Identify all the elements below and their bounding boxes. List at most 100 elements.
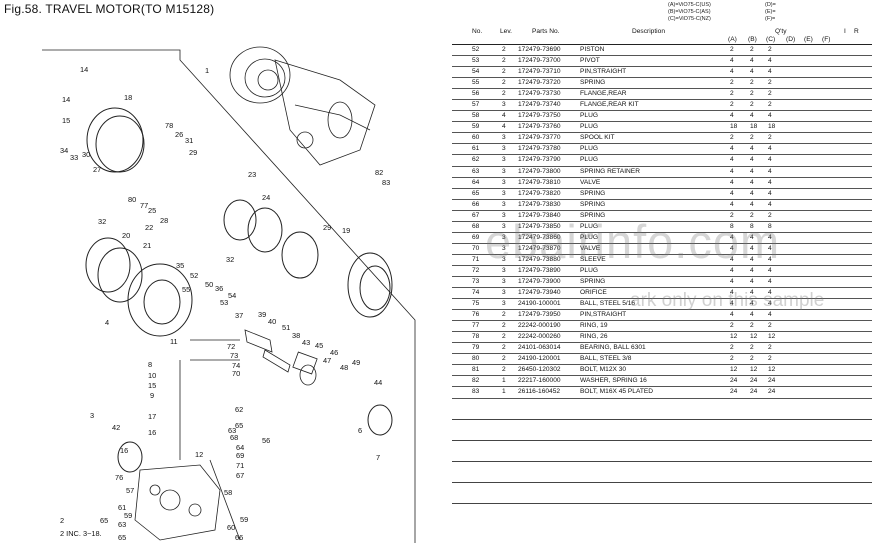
svg-text:40: 40 bbox=[268, 317, 276, 326]
level-cell: 3 bbox=[502, 300, 506, 308]
header-part: Parts No. bbox=[532, 28, 560, 35]
svg-text:34: 34 bbox=[60, 146, 68, 155]
part-number-index-cell: 59 bbox=[472, 123, 480, 131]
legend-d: (D)= bbox=[765, 2, 776, 8]
qty-c-cell: 12 bbox=[768, 333, 776, 341]
level-cell: 3 bbox=[502, 156, 506, 164]
qty-c-cell: 4 bbox=[768, 277, 772, 285]
qty-c-cell: 12 bbox=[768, 366, 776, 374]
part-number-index-cell: 61 bbox=[472, 145, 480, 153]
blank-row bbox=[452, 420, 872, 441]
qty-b-cell: 8 bbox=[750, 222, 754, 230]
svg-text:20: 20 bbox=[122, 231, 130, 240]
parts-no-cell: 172479-73720 bbox=[518, 79, 561, 87]
description-cell: RING, 26 bbox=[580, 333, 608, 341]
svg-text:43: 43 bbox=[302, 338, 310, 347]
svg-text:52: 52 bbox=[190, 271, 198, 280]
description-cell: SPRING bbox=[580, 79, 606, 87]
level-cell: 1 bbox=[502, 377, 506, 385]
parts-table: No. Lev. Parts No. Description Q'ty I R … bbox=[452, 24, 872, 524]
description-cell: PLUG bbox=[580, 156, 598, 164]
level-cell: 3 bbox=[502, 233, 506, 241]
header-no: No. bbox=[472, 28, 483, 35]
svg-text:7: 7 bbox=[376, 453, 380, 462]
qty-c-cell: 18 bbox=[768, 123, 776, 131]
qty-c-cell: 4 bbox=[768, 255, 772, 263]
qty-c-cell: 4 bbox=[768, 57, 772, 65]
qty-a-cell: 18 bbox=[730, 123, 738, 131]
legend-f: (F)= bbox=[765, 16, 776, 22]
svg-text:77: 77 bbox=[140, 201, 148, 210]
svg-text:63: 63 bbox=[228, 426, 236, 435]
parts-no-cell: 24101-063014 bbox=[518, 344, 561, 352]
svg-text:15: 15 bbox=[148, 381, 156, 390]
qty-c-cell: 2 bbox=[768, 344, 772, 352]
qty-c-cell: 4 bbox=[768, 233, 772, 241]
svg-text:3: 3 bbox=[90, 411, 94, 420]
description-cell: PLUG bbox=[580, 222, 598, 230]
blank-row bbox=[452, 399, 872, 420]
qty-b-cell: 4 bbox=[750, 156, 754, 164]
parts-no-cell: 172479-73730 bbox=[518, 90, 561, 98]
table-header: No. Lev. Parts No. Description Q'ty I R … bbox=[452, 24, 872, 45]
svg-text:32: 32 bbox=[98, 217, 106, 226]
parts-no-cell: 172479-73900 bbox=[518, 277, 561, 285]
qty-a-cell: 4 bbox=[730, 145, 734, 153]
qty-a-cell: 2 bbox=[730, 79, 734, 87]
header-a: (A) bbox=[728, 36, 737, 43]
qty-a-cell: 4 bbox=[730, 112, 734, 120]
svg-text:59: 59 bbox=[124, 511, 132, 520]
level-cell: 3 bbox=[502, 189, 506, 197]
svg-text:59: 59 bbox=[240, 515, 248, 524]
part-number-index-cell: 65 bbox=[472, 189, 480, 197]
description-cell: PLUG bbox=[580, 233, 598, 241]
svg-text:68: 68 bbox=[230, 433, 238, 442]
svg-text:45: 45 bbox=[315, 341, 323, 350]
qty-b-cell: 12 bbox=[750, 366, 758, 374]
header-b: (B) bbox=[748, 36, 757, 43]
part-number-index-cell: 52 bbox=[472, 46, 480, 53]
level-cell: 2 bbox=[502, 68, 506, 76]
qty-a-cell: 2 bbox=[730, 322, 734, 330]
qty-b-cell: 4 bbox=[750, 68, 754, 76]
parts-no-cell: 172479-73880 bbox=[518, 255, 561, 263]
blank-row bbox=[452, 462, 872, 483]
qty-a-cell: 24 bbox=[730, 377, 738, 385]
description-cell: SPRING RETAINER bbox=[580, 167, 640, 175]
part-number-index-cell: 67 bbox=[472, 211, 480, 219]
parts-no-cell: 172479-73690 bbox=[518, 46, 561, 53]
qty-b-cell: 2 bbox=[750, 134, 754, 142]
qty-b-cell: 12 bbox=[750, 333, 758, 341]
qty-b-cell: 18 bbox=[750, 123, 758, 131]
level-cell: 2 bbox=[502, 366, 506, 374]
description-cell: SPOOL KIT bbox=[580, 134, 615, 142]
svg-text:12: 12 bbox=[195, 450, 203, 459]
svg-text:26: 26 bbox=[175, 130, 183, 139]
description-cell: FLANGE,REAR bbox=[580, 90, 627, 98]
svg-text:11: 11 bbox=[170, 337, 178, 346]
qty-b-cell: 2 bbox=[750, 46, 754, 53]
qty-a-cell: 2 bbox=[730, 90, 734, 98]
qty-b-cell: 4 bbox=[750, 145, 754, 153]
svg-text:74: 74 bbox=[232, 361, 240, 370]
qty-a-cell: 4 bbox=[730, 266, 734, 274]
qty-b-cell: 4 bbox=[750, 311, 754, 319]
svg-text:53: 53 bbox=[220, 298, 228, 307]
part-number-index-cell: 83 bbox=[472, 388, 480, 396]
qty-b-cell: 24 bbox=[750, 377, 758, 385]
description-cell: PLUG bbox=[580, 145, 598, 153]
description-cell: SPRING bbox=[580, 211, 606, 219]
parts-no-cell: 172479-73760 bbox=[518, 123, 561, 131]
description-cell: VALVE bbox=[580, 178, 601, 186]
level-cell: 2 bbox=[502, 344, 506, 352]
qty-a-cell: 4 bbox=[730, 233, 734, 241]
legend-b: (B)=ViO75-C(AS) bbox=[668, 9, 711, 15]
description-cell: WASHER, SPRING 16 bbox=[580, 377, 647, 385]
